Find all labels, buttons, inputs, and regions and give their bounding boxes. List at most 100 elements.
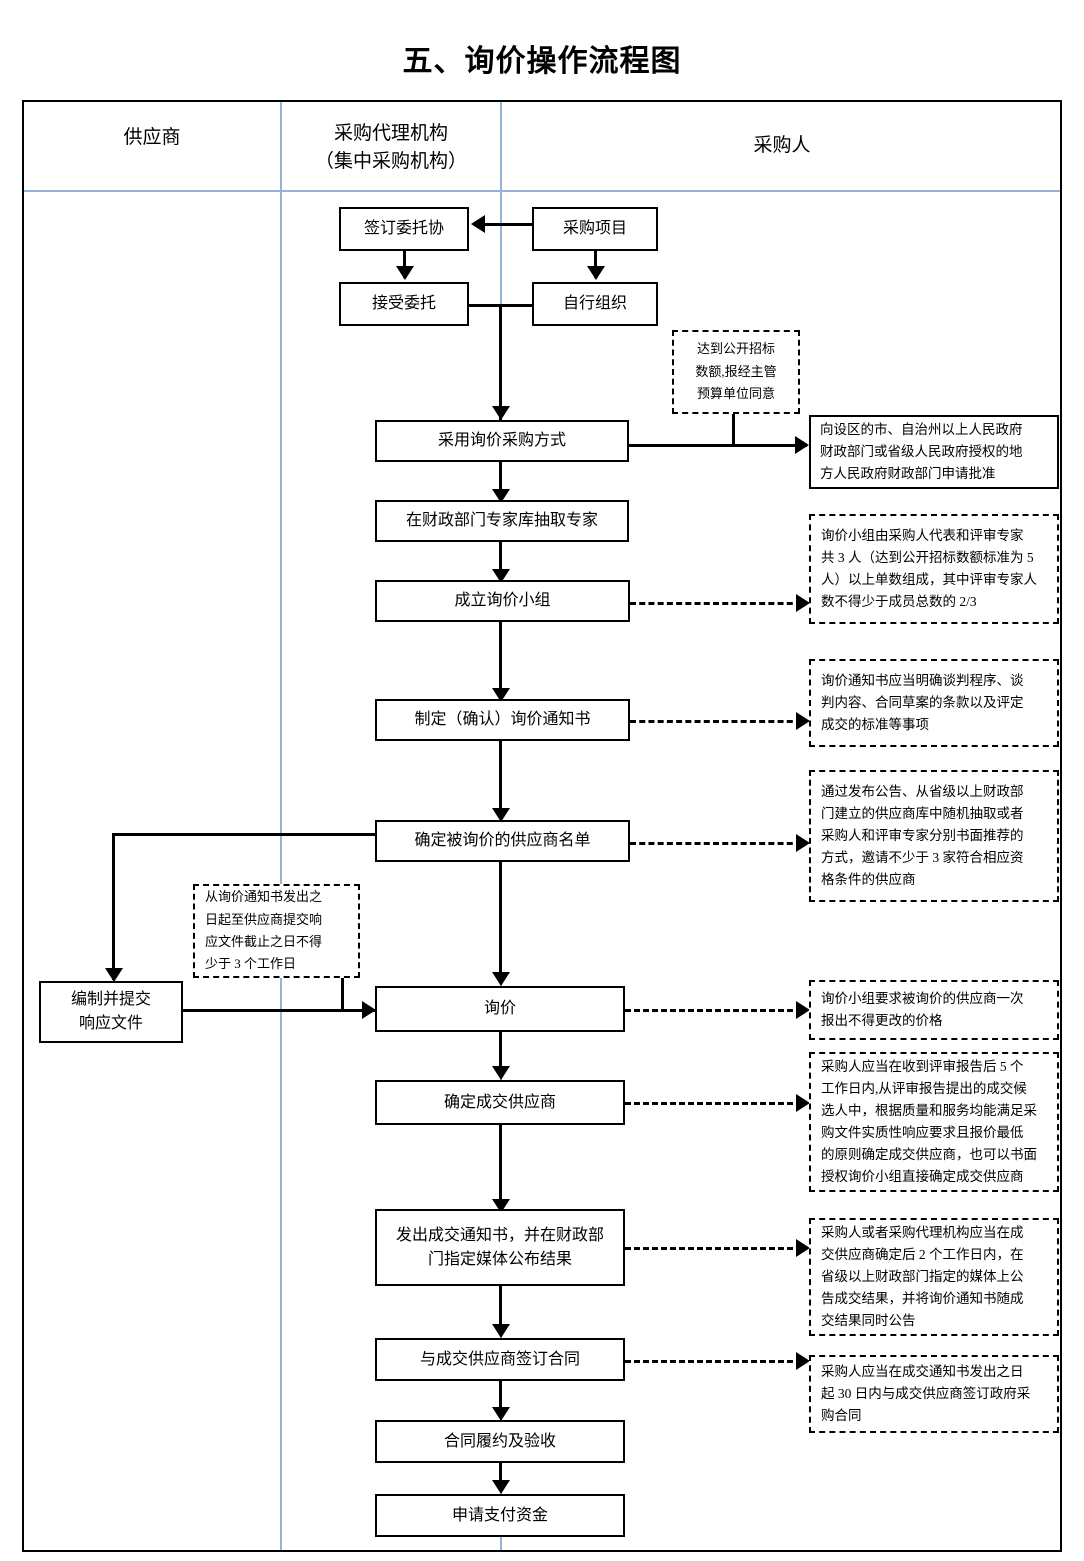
node-adopt-inquiry[interactable]: 采用询价采购方式 xyxy=(375,420,629,462)
arrow-issue-to-contract xyxy=(492,1324,510,1338)
lane-title-purchaser: 采购人 xyxy=(502,132,1062,160)
arrow-issue-to-note xyxy=(796,1239,810,1257)
connector-determine-to-note xyxy=(625,1102,802,1105)
connector-group-to-notice xyxy=(499,622,502,698)
note-invite-suppliers-text: 通过发布公告、从省级以上财政部 门建立的供应商库中随机抽取或者 采购人和评审专家… xyxy=(821,784,1024,887)
arrow-adopt-to-approval xyxy=(795,436,809,454)
connector-sign-to-accept xyxy=(403,250,406,278)
arrow-group-to-note xyxy=(796,594,810,612)
node-adopt-inquiry-label: 采用询价采购方式 xyxy=(437,432,566,449)
arrow-inquiry-to-determine xyxy=(492,1066,510,1080)
note-notice-content: 询价通知书应当明确谈判程序、谈 判内容、合同草案的条款以及评定 成交的标准等事项 xyxy=(809,659,1059,747)
note-public-bid-amount: 达到公开招标 数额,报经主管 预算单位同意 xyxy=(672,330,800,414)
connector-contract-to-perform xyxy=(499,1381,502,1413)
node-sign-contract[interactable]: 与成交供应商签订合同 xyxy=(375,1338,625,1381)
node-accept-entrust[interactable]: 接受委托 xyxy=(339,282,469,326)
node-contract-perform[interactable]: 合同履约及验收 xyxy=(375,1420,625,1463)
node-procurement-project-label: 采购项目 xyxy=(562,220,627,237)
header-rule xyxy=(24,190,1060,192)
node-draw-experts-label: 在财政部门专家库抽取专家 xyxy=(405,512,598,529)
node-determine-list[interactable]: 确定被询价的供应商名单 xyxy=(375,820,630,862)
note-group-composition: 询价小组由采购人代表和评审专家 共 3 人（达到公开招标数额标准为 5 人）以上… xyxy=(809,514,1059,624)
connector-list-to-prepare-v xyxy=(112,833,115,980)
node-contract-perform-label: 合同履约及验收 xyxy=(443,1432,556,1450)
node-apply-payment[interactable]: 申请支付资金 xyxy=(375,1494,625,1537)
arrow-notice-to-list xyxy=(492,808,510,822)
note-one-quote: 询价小组要求被询价的供应商一次 报出不得更改的价格 xyxy=(809,980,1059,1040)
node-draw-experts[interactable]: 在财政部门专家库抽取专家 xyxy=(375,500,629,542)
connector-issue-to-contract xyxy=(499,1286,502,1332)
connector-group-to-note xyxy=(630,602,802,605)
lane-divider-supplier-agency xyxy=(280,102,282,1550)
lane-title-supplier-label: 供应商 xyxy=(123,127,181,148)
connector-perform-to-payment xyxy=(499,1454,502,1486)
note-one-quote-text: 询价小组要求被询价的供应商一次 报出不得更改的价格 xyxy=(821,991,1024,1028)
arrow-experts-to-group xyxy=(492,569,510,583)
note-five-workdays: 采购人应当在收到评审报告后 5 个 工作日内,从评审报告提出的成交候 选人中，根… xyxy=(809,1052,1059,1192)
node-apply-payment-label: 申请支付资金 xyxy=(451,1506,548,1524)
connector-list-to-inquiry xyxy=(499,862,502,982)
node-self-organize-label: 自行组织 xyxy=(562,295,627,312)
connector-adopt-to-approval xyxy=(629,444,807,447)
note-group-composition-text: 询价小组由采购人代表和评审专家 共 3 人（达到公开招标数额标准为 5 人）以上… xyxy=(821,528,1037,609)
note-three-workdays-text: 从询价通知书发出之 日起至供应商提交响 应文件截止之日不得 少于 3 个工作日 xyxy=(205,889,323,972)
node-make-notice[interactable]: 制定（确认）询价通知书 xyxy=(375,699,630,741)
node-form-group-label: 成立询价小组 xyxy=(454,592,551,609)
node-prepare-response-label: 编制并提交 响应文件 xyxy=(70,991,151,1032)
node-determine-supplier-label: 确定成交供应商 xyxy=(443,1093,556,1111)
arrow-list-to-note xyxy=(796,834,810,852)
note-apply-approval-text: 向设区的市、自治州以上人民政府 财政部门或省级人民政府授权的地 方人民政府财政部… xyxy=(820,422,1023,481)
node-determine-list-label: 确定被询价的供应商名单 xyxy=(414,832,591,849)
note-three-workdays: 从询价通知书发出之 日起至供应商提交响 应文件截止之日不得 少于 3 个工作日 xyxy=(193,884,360,978)
node-sign-entrust-label: 签订委托协 xyxy=(363,220,444,237)
connector-issue-to-note xyxy=(625,1247,802,1250)
node-procurement-project[interactable]: 采购项目 xyxy=(532,207,658,251)
note-five-workdays-text: 采购人应当在收到评审报告后 5 个 工作日内,从评审报告提出的成交候 选人中，根… xyxy=(821,1059,1037,1184)
node-sign-entrust[interactable]: 签订委托协 xyxy=(339,207,469,251)
connector-experts-to-group xyxy=(499,541,502,577)
lane-title-agency-sublabel: （集中采购机构） xyxy=(314,150,467,172)
connector-adopt-to-experts xyxy=(499,461,502,497)
page-title: 五、询价操作流程图 xyxy=(402,45,682,78)
note-two-workdays: 采购人或者采购代理机构应当在成 交供应商确定后 2 个工作日内，在 省级以上财政… xyxy=(809,1218,1059,1336)
arrow-sign-to-accept xyxy=(396,266,414,280)
arrow-merge-to-adopt xyxy=(492,406,510,420)
note-thirty-days-text: 采购人应当在成交通知书发出之日 起 30 日内与成交供应商签订政府采 购合同 xyxy=(821,1364,1031,1423)
connector-merge-down xyxy=(499,304,502,420)
node-self-organize[interactable]: 自行组织 xyxy=(532,282,658,326)
arrow-determine-to-note xyxy=(796,1094,810,1112)
arrow-contract-to-perform xyxy=(492,1407,510,1421)
node-inquiry[interactable]: 询价 xyxy=(375,986,625,1032)
lane-title-purchaser-label: 采购人 xyxy=(753,135,811,156)
arrow-group-to-notice xyxy=(492,688,510,702)
arrow-adopt-to-experts xyxy=(492,489,510,503)
connector-note3d-stem xyxy=(341,976,344,1011)
connector-notice-to-note xyxy=(630,720,802,723)
note-apply-approval: 向设区的市、自治州以上人民政府 财政部门或省级人民政府授权的地 方人民政府财政部… xyxy=(809,415,1059,489)
node-form-group[interactable]: 成立询价小组 xyxy=(375,580,630,622)
connector-project-to-self xyxy=(594,250,597,278)
connector-note-amount-stem xyxy=(732,412,735,445)
connector-contract-to-note xyxy=(625,1360,802,1363)
arrow-contract-to-note xyxy=(796,1352,810,1370)
connector-project-to-sign xyxy=(485,223,553,226)
node-accept-entrust-label: 接受委托 xyxy=(371,295,436,312)
lane-title-agency-label: 采购代理机构 xyxy=(333,123,448,144)
node-prepare-response[interactable]: 编制并提交 响应文件 xyxy=(39,981,183,1043)
arrow-perform-to-payment xyxy=(492,1480,510,1494)
lane-title-agency: 采购代理机构 （集中采购机构） xyxy=(282,120,500,175)
node-issue-notice-label: 发出成交通知书，并在财政部 门指定媒体公布结果 xyxy=(395,1226,604,1268)
node-make-notice-label: 制定（确认）询价通知书 xyxy=(414,711,591,728)
note-invite-suppliers: 通过发布公告、从省级以上财政部 门建立的供应商库中随机抽取或者 采购人和评审专家… xyxy=(809,770,1059,902)
node-determine-supplier[interactable]: 确定成交供应商 xyxy=(375,1080,625,1125)
node-issue-notice[interactable]: 发出成交通知书，并在财政部 门指定媒体公布结果 xyxy=(375,1209,625,1286)
note-thirty-days: 采购人应当在成交通知书发出之日 起 30 日内与成交供应商签订政府采 购合同 xyxy=(809,1355,1059,1433)
note-two-workdays-text: 采购人或者采购代理机构应当在成 交供应商确定后 2 个工作日内，在 省级以上财政… xyxy=(821,1225,1024,1328)
connector-notice-to-list xyxy=(499,740,502,818)
arrow-notice-to-note xyxy=(796,712,810,730)
node-sign-contract-label: 与成交供应商签订合同 xyxy=(419,1350,580,1368)
connector-merge-accept-self xyxy=(466,304,596,307)
connector-inquiry-to-note xyxy=(625,1009,802,1012)
lane-title-supplier: 供应商 xyxy=(24,124,280,152)
